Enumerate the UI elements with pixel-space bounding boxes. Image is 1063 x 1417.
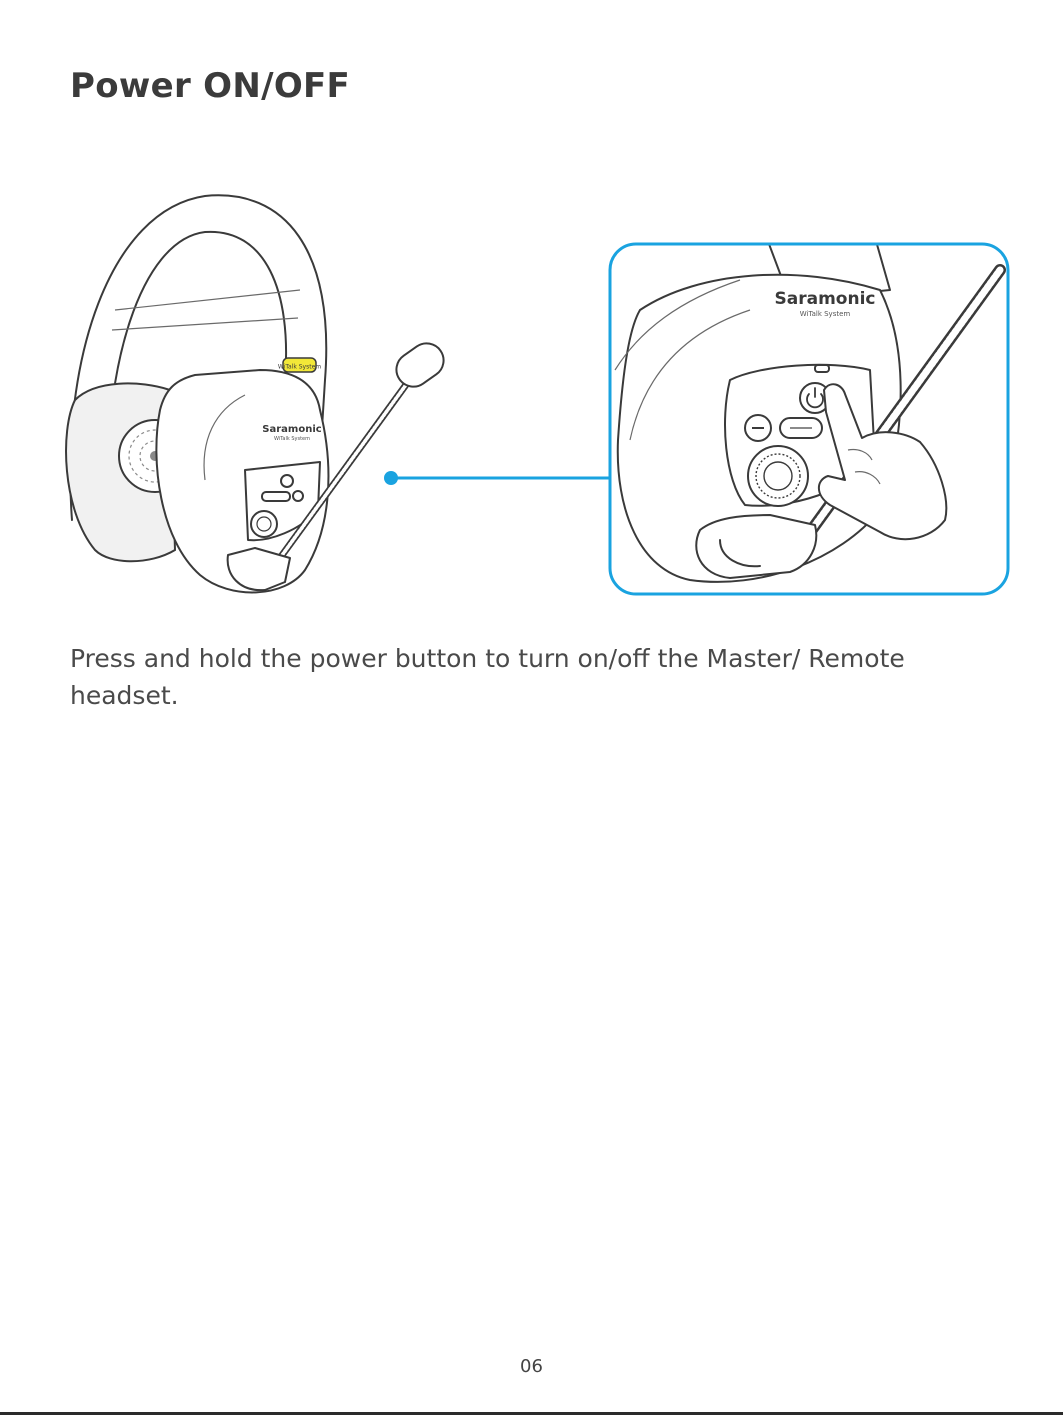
power-button-illustration: WiTalk System Saramonic WiTalk System xyxy=(0,180,1063,610)
headset-brand-logo: Saramonic xyxy=(262,424,321,435)
page-number: 06 xyxy=(0,1356,1063,1377)
bottom-rule xyxy=(0,1412,1063,1415)
power-button-closeup: Saramonic WiTalk System xyxy=(610,220,1008,594)
page-title: Power ON/OFF xyxy=(70,66,350,106)
closeup-brand-logo: Saramonic xyxy=(775,289,876,309)
tag-label: WiTalk System xyxy=(278,364,321,371)
headset-subbrand: WiTalk System xyxy=(274,436,310,442)
closeup-subbrand: WiTalk System xyxy=(800,310,851,318)
instruction-text: Press and hold the power button to turn … xyxy=(70,640,930,714)
headset-overview: WiTalk System Saramonic WiTalk System xyxy=(66,195,450,592)
callout-dot xyxy=(384,471,398,485)
